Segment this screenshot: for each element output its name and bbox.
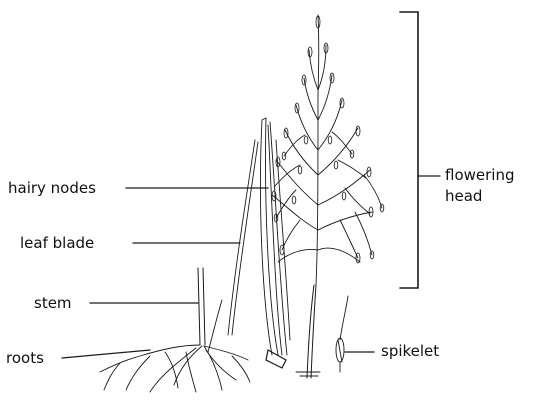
panicle-spikelets <box>272 16 384 263</box>
label-hairy-nodes: hairy nodes <box>8 179 96 197</box>
label-stem: stem <box>34 294 72 312</box>
label-spikelet: spikelet <box>381 342 439 360</box>
panicle <box>272 15 382 285</box>
label-flowering: flowering <box>445 166 515 184</box>
detached-spikelet <box>336 296 348 372</box>
flowering-head-bracket <box>400 12 418 288</box>
label-head: head <box>445 187 482 205</box>
plant-base <box>296 372 320 376</box>
leader-lines <box>62 176 440 358</box>
label-roots: roots <box>6 349 44 367</box>
label-leaf-blade: leaf blade <box>20 234 94 252</box>
